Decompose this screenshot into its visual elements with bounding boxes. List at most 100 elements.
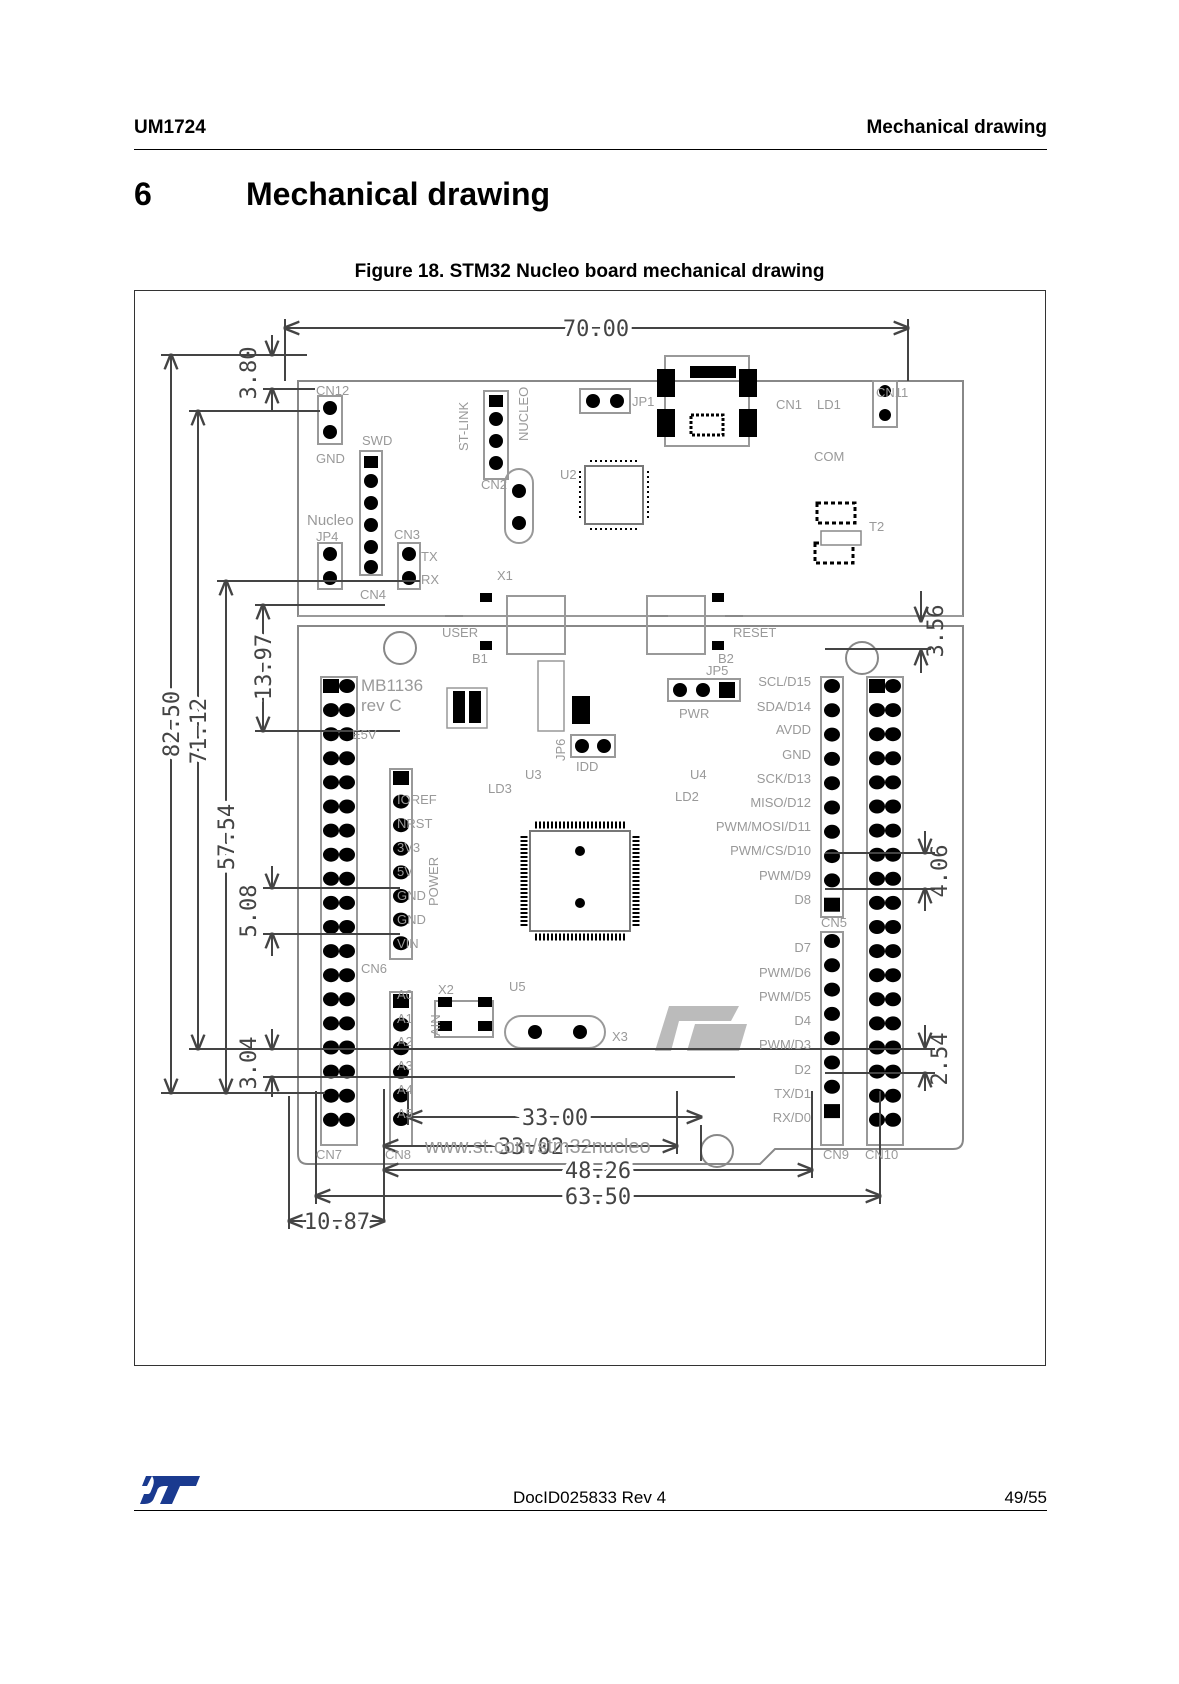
dim-5754: 57.54 — [215, 804, 240, 870]
header-pin — [885, 679, 901, 693]
header-pin — [339, 992, 355, 1007]
header-pin — [323, 1040, 339, 1055]
header-pin — [885, 1112, 901, 1127]
header-pin — [339, 679, 355, 693]
lbl-power: POWER — [426, 857, 441, 906]
lbl-x3: X3 — [612, 1029, 628, 1044]
header-pin — [824, 1104, 840, 1119]
lbl-a5: A5 — [397, 1106, 413, 1121]
lbl-cn11: CN11 — [876, 385, 908, 400]
lbl-nucleo: Nucleo — [307, 512, 354, 529]
header-pin — [339, 871, 355, 886]
lbl-d0: RX/D0 — [773, 1110, 811, 1125]
hole-top-right — [845, 641, 879, 675]
lbl-cs: PWM/CS/D10 — [730, 843, 811, 858]
header-pin — [323, 679, 339, 693]
header-pin — [885, 727, 901, 742]
header-pin — [339, 823, 355, 838]
header-pin — [869, 775, 885, 790]
header-pin — [323, 895, 339, 910]
header-rule — [134, 149, 1047, 150]
lbl-cn7: CN7 — [316, 1147, 342, 1162]
lbl-a2: A2 — [397, 1034, 413, 1049]
header-pin — [824, 727, 840, 742]
header-pin — [824, 800, 840, 815]
lbl-3v3: 3V3 — [397, 840, 420, 855]
lbl-b1: B1 — [472, 651, 488, 666]
header-pin — [824, 873, 840, 888]
lbl-a3: A3 — [397, 1058, 413, 1073]
header-pin — [824, 824, 840, 839]
lbl-url: www.st.com/stm32nucleo — [424, 1136, 651, 1158]
header-pin — [323, 727, 339, 742]
lbl-d4: D4 — [794, 1013, 811, 1028]
header-pin — [869, 799, 885, 814]
lbl-scl: SCL/D15 — [758, 674, 811, 689]
header-pin — [323, 703, 339, 718]
lbl-e5v: E5V — [352, 727, 377, 742]
header-pin — [885, 1088, 901, 1103]
dimension-labels: 70.00 82.50 71.12 57.54 13.97 3.80 5.08 … — [156, 313, 953, 1239]
header-pin — [824, 751, 840, 766]
lbl-mosi: PWM/MOSI/D11 — [716, 819, 811, 834]
header-pin — [869, 1064, 885, 1079]
lbl-sck: SCK/D13 — [757, 771, 811, 786]
lbl-ld2: LD2 — [675, 789, 699, 804]
dim-6350: 63.50 — [565, 1185, 631, 1210]
lbl-5v: 5V — [397, 864, 413, 879]
dim-1087: 10.87 — [304, 1210, 370, 1235]
header-pin — [323, 799, 339, 814]
header-pin — [824, 679, 840, 693]
header-pin — [885, 992, 901, 1007]
lbl-miso: MISO/D12 — [750, 795, 811, 810]
header-pin — [339, 847, 355, 862]
header-pin — [339, 751, 355, 766]
header-pin — [885, 968, 901, 983]
header-pin — [339, 1016, 355, 1031]
lbl-a0: A0 — [397, 987, 413, 1002]
header-pin — [393, 771, 409, 785]
header-pin — [339, 1064, 355, 1079]
middle-components — [434, 593, 747, 1051]
header-pin — [869, 920, 885, 934]
lbl-x1: X1 — [497, 568, 513, 583]
header-pin — [885, 944, 901, 959]
dim-8250: 82.50 — [160, 691, 185, 757]
header-pin — [824, 849, 840, 864]
header-pin — [869, 1112, 885, 1127]
lbl-d8: D8 — [794, 892, 811, 907]
lbl-a1: A1 — [397, 1011, 413, 1026]
header-pin — [824, 776, 840, 791]
header-pin — [885, 1064, 901, 1079]
lbl-cn6: CN6 — [361, 961, 387, 976]
header-pin — [824, 1031, 840, 1046]
lbl-u2: U2 — [560, 467, 577, 482]
header-pin — [869, 703, 885, 718]
lbl-cn2: CN2 — [481, 477, 507, 492]
header-pin — [869, 847, 885, 862]
header-pin — [323, 968, 339, 983]
header-pin — [869, 679, 885, 693]
lbl-tx: TX — [421, 549, 438, 564]
header-pin — [824, 897, 840, 912]
lbl-nucleo-v: NUCLEO — [516, 387, 531, 441]
hole-bottom — [700, 1134, 734, 1168]
header-pin — [323, 1064, 339, 1079]
footer-rule — [134, 1510, 1047, 1511]
lbl-rx: RX — [421, 572, 439, 587]
lbl-u4: U4 — [690, 767, 707, 782]
header-pin — [869, 1088, 885, 1103]
dim-70: 70.00 — [563, 317, 629, 342]
header-pin — [824, 1079, 840, 1094]
header-pin — [885, 847, 901, 862]
lbl-jp6: JP6 — [553, 739, 568, 761]
lbl-pwr: PWR — [679, 706, 709, 721]
header-pin — [323, 775, 339, 790]
header-pin — [393, 841, 409, 856]
lbl-rev: rev C — [361, 696, 402, 715]
header-pin — [869, 1016, 885, 1031]
board-labels: CN12 GND SWD Nucleo JP4 CN4 CN3 TX RX ST… — [307, 383, 908, 1162]
lbl-a4: A4 — [397, 1082, 413, 1097]
header-pin — [339, 775, 355, 790]
header-pin — [869, 895, 885, 910]
